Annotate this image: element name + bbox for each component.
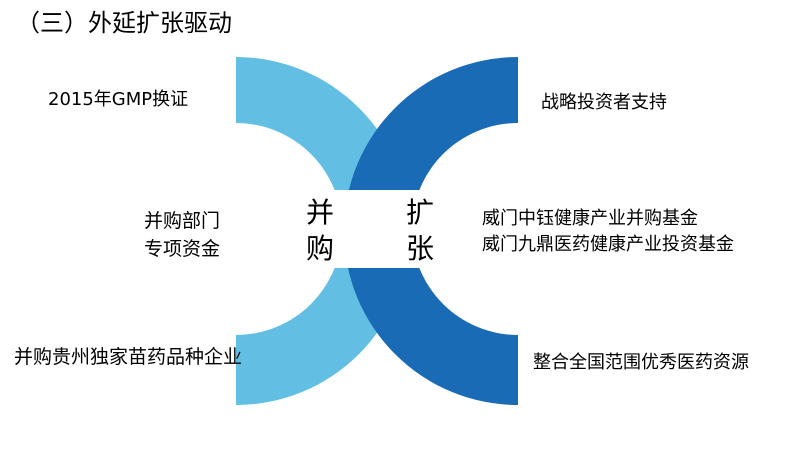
right-top-label: 战略投资者支持 (541, 92, 667, 113)
light-band (236, 57, 410, 405)
left-bottom-label: 并购贵州独家苗药品种企业 (14, 346, 243, 368)
center-char: 张 (406, 232, 435, 265)
left-middle-label-2: 专项资金 (144, 238, 221, 260)
center-char: 扩 (406, 196, 435, 229)
center-char: 并 (306, 196, 335, 229)
center-char: 购 (306, 232, 335, 265)
right-middle-label-2: 威门九鼎医药健康产业投资基金 (482, 234, 734, 255)
center-gap (290, 190, 470, 268)
right-middle-label-1: 威门中钰健康产业并购基金 (482, 208, 698, 229)
right-bottom-label: 整合全国范围优秀医药资源 (533, 352, 749, 373)
dark-band (344, 57, 518, 405)
page-title: （三）外延扩张驱动 (16, 9, 232, 37)
left-top-label: 2015年GMP换证 (48, 89, 189, 110)
left-middle-label-1: 并购部门 (144, 210, 221, 232)
